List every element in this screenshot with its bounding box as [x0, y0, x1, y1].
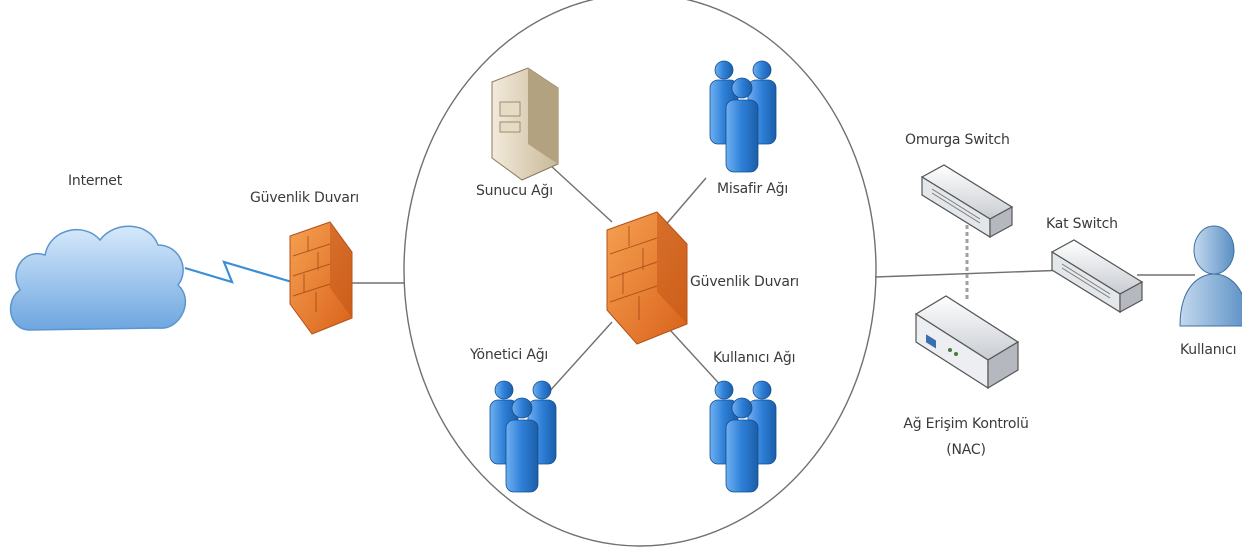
nac-label-abbr: (NAC): [946, 442, 986, 458]
server-icon: [491, 67, 559, 181]
guest-users-icon: [709, 60, 777, 173]
inner-firewall-icon: [606, 211, 688, 345]
link-fw-admin: [547, 321, 613, 394]
wan-link: [184, 260, 293, 284]
link-core-floor: [874, 269, 1069, 278]
end-user-label: Kullanıcı: [1180, 342, 1237, 358]
floor-switch-icon: [1050, 239, 1144, 314]
admin-network-label: Yönetici Ağı: [470, 347, 549, 363]
cloud-icon: [9, 225, 187, 331]
floor-switch-label: Kat Switch: [1046, 216, 1118, 232]
edge-firewall-icon: [289, 221, 353, 335]
server-network-label: Sunucu Ağı: [476, 183, 553, 199]
inner-firewall-label: Güvenlik Duvarı: [690, 274, 799, 290]
link-fw-server: [549, 164, 613, 223]
user-group-icon: [709, 380, 777, 493]
link-fw-guest: [662, 177, 707, 229]
connection-lines: [184, 164, 1195, 394]
core-switch-icon: [920, 164, 1014, 239]
end-user-icon: [1179, 225, 1242, 327]
user-network-label: Kullanıcı Ağı: [713, 350, 796, 366]
edge-firewall-label: Güvenlik Duvarı: [250, 190, 359, 206]
nac-appliance-icon: [914, 295, 1020, 390]
core-switch-label: Omurga Switch: [905, 132, 1010, 148]
internet-label: Internet: [68, 173, 122, 189]
guest-network-label: Misafir Ağı: [717, 181, 789, 197]
admin-users-icon: [489, 380, 557, 493]
link-fw-user: [669, 329, 726, 391]
nac-label: Ağ Erişim Kontrolü: [903, 416, 1029, 432]
internal-network-zone: [403, 0, 877, 547]
